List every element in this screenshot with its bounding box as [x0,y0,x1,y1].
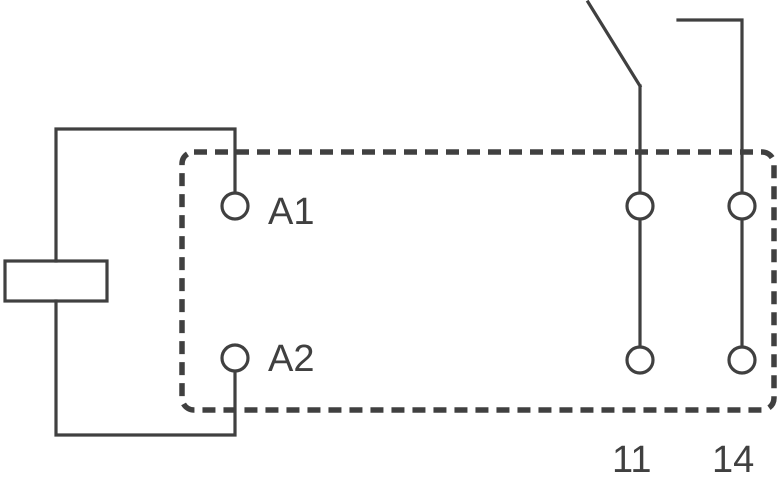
terminal-11-top [625,191,655,221]
coil-upper-wire [54,127,237,263]
terminal-a1 [220,191,250,221]
switch-blade [585,0,643,89]
coil-symbol [3,259,109,303]
terminal-14-bottom [727,345,757,375]
terminal-11-bottom [625,345,655,375]
label-a2: A2 [268,338,314,380]
label-11: 11 [612,439,651,480]
label-14: 14 [712,439,754,480]
coil-lower-wire [54,299,237,437]
label-a1: A1 [268,191,314,233]
terminal-a2 [220,343,250,373]
terminal-14-top [727,191,757,221]
relay-enclosure [179,149,777,413]
contact-14-upper-wire [676,18,744,195]
